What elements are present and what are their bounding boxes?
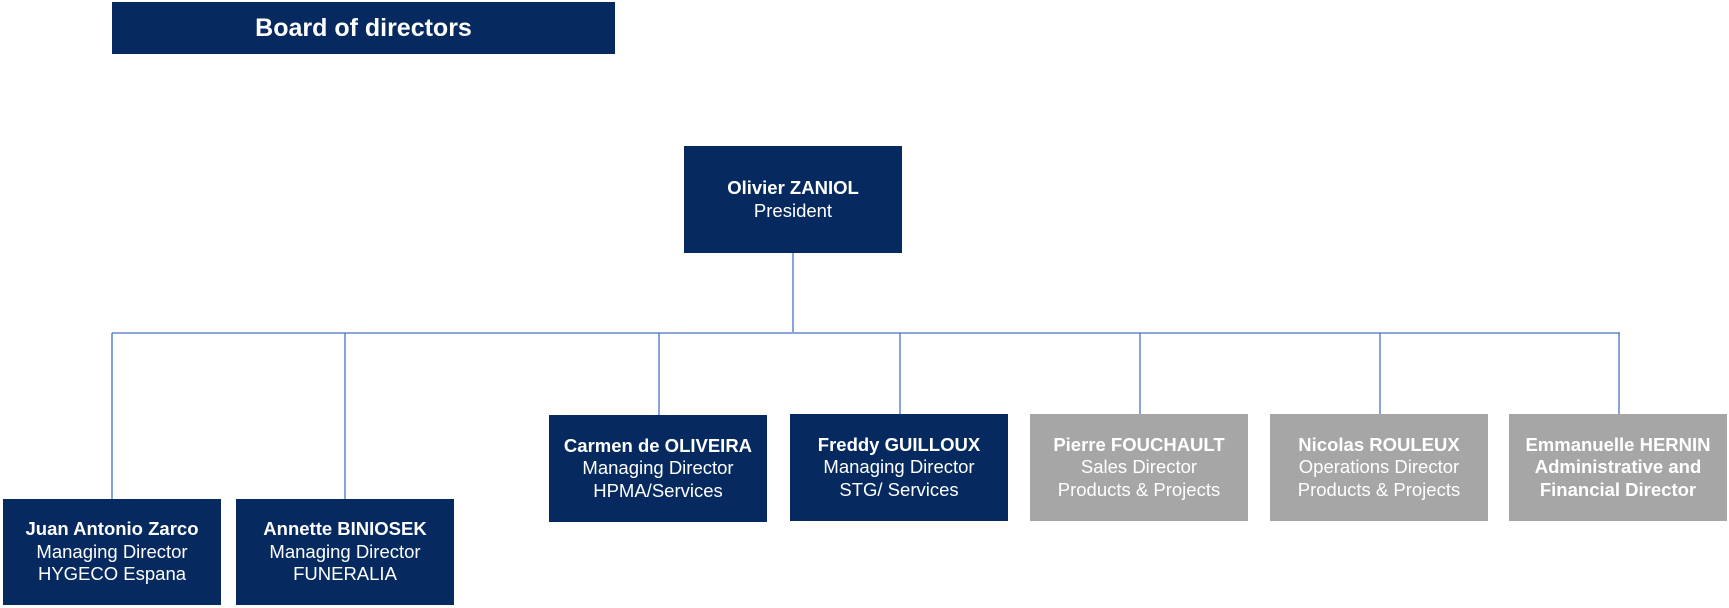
- director-name: Pierre FOUCHAULT: [1053, 433, 1225, 455]
- director-name: Nicolas ROULEUX: [1298, 433, 1460, 455]
- director-box-juan: Juan Antonio Zarco Managing Director HYG…: [3, 499, 221, 605]
- director-role: Operations Director: [1298, 456, 1460, 478]
- director-unit: FUNERALIA: [293, 563, 397, 585]
- director-unit: Products & Projects: [1297, 478, 1461, 500]
- president-name: Olivier ZANIOL: [727, 177, 859, 198]
- director-name: Juan Antonio Zarco: [25, 518, 199, 540]
- page-title: Board of directors: [112, 2, 615, 54]
- director-unit: HPMA/Services: [593, 479, 723, 501]
- director-role: Administrative and: [1534, 456, 1702, 478]
- director-box-freddy: Freddy GUILLOUX Managing Director STG/ S…: [790, 414, 1008, 521]
- director-unit: STG/ Services: [839, 478, 959, 500]
- director-box-annette: Annette BINIOSEK Managing Director FUNER…: [236, 499, 454, 605]
- director-name: Freddy GUILLOUX: [817, 433, 981, 455]
- director-box-carmen: Carmen de OLIVEIRA Managing Director HPM…: [549, 415, 767, 522]
- director-box-pierre: Pierre FOUCHAULT Sales Director Products…: [1030, 414, 1248, 521]
- director-unit: Products & Projects: [1057, 478, 1221, 500]
- director-role: Sales Director: [1080, 456, 1198, 478]
- director-unit: Financial Director: [1539, 478, 1697, 500]
- director-name: Emmanuelle HERNIN: [1525, 433, 1711, 455]
- president-role: President: [753, 199, 833, 221]
- director-box-nicolas: Nicolas ROULEUX Operations Director Prod…: [1270, 414, 1488, 521]
- president-box: Olivier ZANIOL President: [684, 146, 902, 253]
- director-role: Managing Director: [823, 456, 975, 478]
- director-name: Annette BINIOSEK: [263, 518, 427, 540]
- director-role: Managing Director: [582, 457, 734, 479]
- director-role: Managing Director: [36, 540, 188, 562]
- director-role: Managing Director: [269, 540, 421, 562]
- director-name: Carmen de OLIVEIRA: [563, 434, 753, 456]
- director-unit: HYGECO Espana: [37, 563, 187, 585]
- director-box-emmanuelle: Emmanuelle HERNIN Administrative and Fin…: [1509, 414, 1727, 521]
